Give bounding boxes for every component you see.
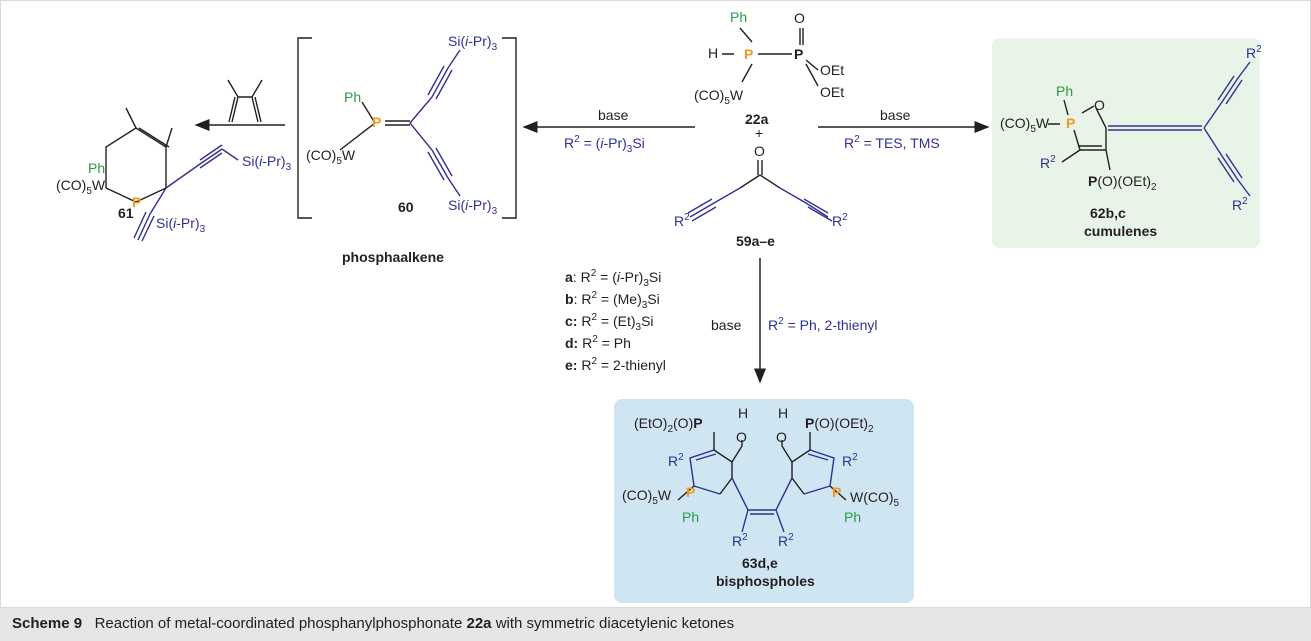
svg-text:P: P <box>794 46 803 62</box>
label-62: 62b,c <box>1090 205 1126 221</box>
substituent-a: a: R2 = (i-Pr)3Si <box>565 268 661 289</box>
cumulene-highlight-box <box>992 38 1260 248</box>
substituent-d: d: R2 = Ph <box>565 334 631 351</box>
svg-text:(CO)5W: (CO)5W <box>56 177 106 197</box>
svg-text:(CO)5W: (CO)5W <box>694 87 744 107</box>
compound-61: Ph P (CO)5W Si(i-Pr)3 Si(i-Pr)3 61 <box>56 107 292 242</box>
svg-text:P: P <box>132 194 141 210</box>
caption-scheme-label: Scheme 9 <box>12 615 83 632</box>
svg-text:R2 = Ph, 2-thienyl: R2 = Ph, 2-thienyl <box>768 316 877 333</box>
substituent-e: e: R2 = 2-thienyl <box>565 356 666 373</box>
svg-text:Si(i-Pr)3: Si(i-Pr)3 <box>242 153 292 173</box>
caption-compound: 22a <box>466 615 492 632</box>
svg-text:R2 = TES, TMS: R2 = TES, TMS <box>844 134 940 151</box>
svg-text:H: H <box>708 45 718 61</box>
svg-text:O: O <box>736 429 747 445</box>
svg-text:O: O <box>754 143 765 159</box>
svg-text:P: P <box>686 484 695 500</box>
svg-text:Ph: Ph <box>88 160 105 176</box>
phosphaalkene-label: phosphaalkene <box>342 249 444 265</box>
svg-text:P: P <box>744 46 753 62</box>
svg-text:(EtO)2(O)P: (EtO)2(O)P <box>634 415 703 435</box>
scheme-caption: Scheme 9 Reaction of metal-coordinated p… <box>0 608 1311 641</box>
substituent-b: b: R2 = (Me)3Si <box>565 290 660 311</box>
svg-text:Ph: Ph <box>682 509 699 525</box>
svg-text:O: O <box>794 10 805 26</box>
caption-text-after: with symmetric diacetylenic ketones <box>495 615 735 632</box>
svg-text:base: base <box>880 107 911 123</box>
reaction-scheme: Ph P (CO)5W Si(i-Pr)3 Si(i-Pr)3 61 Ph P … <box>0 0 1311 608</box>
svg-text:OEt: OEt <box>820 62 844 78</box>
compound-22a: Ph H P O P OEt OEt (CO)5W 22a <box>694 9 844 127</box>
compound-59: O R2 R2 59a–e <box>674 143 848 249</box>
svg-text:Si(i-Pr)3: Si(i-Pr)3 <box>448 197 498 217</box>
svg-text:(CO)5W: (CO)5W <box>306 147 356 167</box>
svg-text:Ph: Ph <box>730 9 747 25</box>
svg-text:O: O <box>776 429 787 445</box>
svg-text:(CO)5W: (CO)5W <box>1000 115 1050 135</box>
svg-text:base: base <box>711 317 742 333</box>
bisphospholes-label: bisphospholes <box>716 573 815 589</box>
svg-text:P: P <box>1066 115 1075 131</box>
svg-text:Si(i-Pr)3: Si(i-Pr)3 <box>448 33 498 53</box>
label-22a: 22a <box>745 111 769 127</box>
svg-text:R2 = (i-Pr)3Si: R2 = (i-Pr)3Si <box>564 134 645 155</box>
svg-text:(CO)5W: (CO)5W <box>622 487 672 507</box>
svg-text:P: P <box>832 484 841 500</box>
cumulenes-label: cumulenes <box>1084 223 1157 239</box>
label-60: 60 <box>398 199 414 215</box>
svg-text:P(O)(OEt)2: P(O)(OEt)2 <box>1088 173 1157 193</box>
svg-text:R2: R2 <box>674 212 690 229</box>
svg-text:Si(i-Pr)3: Si(i-Pr)3 <box>156 215 206 235</box>
svg-text:H: H <box>778 405 788 421</box>
label-63: 63d,e <box>742 555 778 571</box>
compound-60: Ph P (CO)5W Si(i-Pr)3 Si(i-Pr)3 60 <box>297 33 517 219</box>
compound-63: (EtO)2(O)P P(O)(OEt)2 H H O O R2 R2 (CO)… <box>622 405 900 571</box>
svg-text:O: O <box>1094 97 1105 113</box>
svg-text:+: + <box>755 125 763 141</box>
label-59: 59a–e <box>736 233 775 249</box>
svg-text:Ph: Ph <box>1056 83 1073 99</box>
svg-text:OEt: OEt <box>820 84 844 100</box>
compound-62: Ph (CO)5W P O R2 P(O)(OEt)2 R2 R2 62b,c <box>1000 44 1262 221</box>
bisphosphole-highlight-box <box>614 399 914 603</box>
substituent-c: c: R2 = (Et)3Si <box>565 312 654 333</box>
svg-text:Ph: Ph <box>344 89 361 105</box>
svg-text:H: H <box>738 405 748 421</box>
substituent-list: a: R2 = (i-Pr)3Si b: R2 = (Me)3Si c: R2 … <box>565 268 666 373</box>
dimethylbutadiene <box>227 79 263 123</box>
label-61: 61 <box>118 205 134 221</box>
svg-text:P: P <box>372 114 381 130</box>
svg-text:W(CO)5: W(CO)5 <box>850 489 900 509</box>
caption-text-before: Reaction of metal-coordinated phosphanyl… <box>94 615 463 632</box>
svg-text:R2: R2 <box>832 212 848 229</box>
svg-text:base: base <box>598 107 629 123</box>
svg-text:Ph: Ph <box>844 509 861 525</box>
svg-text:P(O)(OEt)2: P(O)(OEt)2 <box>805 415 874 435</box>
